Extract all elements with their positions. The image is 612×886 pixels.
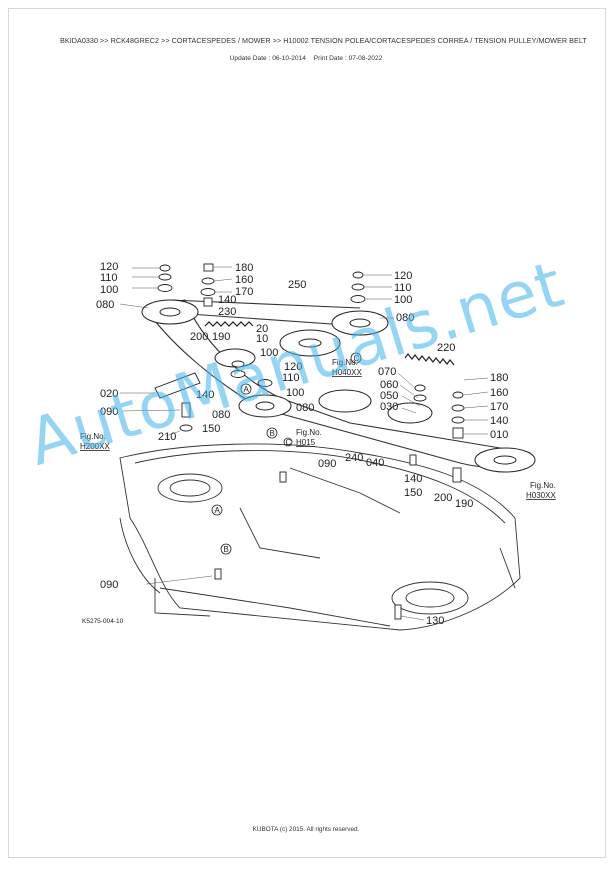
part-label: 090 — [318, 458, 336, 470]
marker-a: A — [244, 385, 250, 394]
fig-ref-h040: H040XX — [332, 368, 362, 377]
part-label: 170 — [235, 286, 253, 298]
part-label: 190 — [212, 331, 230, 343]
part-label: 100 — [286, 387, 304, 399]
marker-b-lower: B — [224, 545, 229, 554]
part-label: 10 — [256, 333, 268, 345]
part-label: 080 — [96, 299, 114, 311]
print-date: Print Date : 07-08-2022 — [313, 55, 383, 62]
fig-ref-h015: H015 — [296, 438, 316, 447]
part-label: 150 — [404, 487, 422, 499]
part-number-labels: 120 110 100 080 180 160 170 140 250 120 … — [96, 261, 508, 627]
update-date: Update Date : 06-10-2014 — [229, 55, 306, 62]
date-line: Update Date : 06-10-2014 Print Date : 07… — [0, 55, 612, 62]
part-label: 160 — [490, 387, 508, 399]
figure-references: Fig.No. H200XX Fig.No. H040XX Fig.No. H0… — [80, 358, 556, 500]
part-label: 010 — [490, 429, 508, 441]
deck-outline — [119, 443, 521, 631]
part-label: 210 — [158, 431, 176, 443]
fig-label: Fig.No. — [80, 432, 106, 441]
part-label: 080 — [296, 402, 314, 414]
part-label: 20 — [256, 323, 268, 335]
figure-code: K5275-004-10 — [82, 618, 124, 625]
part-label: 180 — [235, 262, 253, 274]
marker-c: C — [354, 354, 360, 363]
part-label: 060 — [380, 379, 398, 391]
part-label: 180 — [490, 372, 508, 384]
part-label: 200 — [190, 331, 208, 343]
part-label: 070 — [378, 366, 396, 378]
part-label: 080 — [396, 312, 414, 324]
marker-a-lower: A — [215, 506, 221, 515]
marker-c-mid: C — [286, 438, 292, 447]
part-label: 170 — [490, 401, 508, 413]
part-label: 110 — [282, 372, 300, 384]
fig-ref-h200: H200XX — [80, 442, 110, 451]
part-label: 100 — [394, 294, 412, 306]
parts-diagram: A B C A B C 120 110 100 080 180 160 170 … — [80, 261, 556, 631]
part-label: 220 — [437, 342, 455, 354]
part-label: 140 — [490, 415, 508, 427]
part-label: 200 — [434, 492, 452, 504]
part-label: 090 — [100, 579, 118, 591]
leader-lines — [119, 266, 489, 621]
part-label: 230 — [218, 306, 236, 318]
part-label: 110 — [394, 282, 412, 294]
fig-ref-h030: H030XX — [526, 491, 556, 500]
fig-label: Fig.No. — [530, 481, 556, 490]
part-label: 190 — [455, 498, 473, 510]
part-label: 100 — [260, 347, 278, 359]
part-label: 120 — [100, 261, 118, 273]
stacked-hardware — [154, 263, 465, 620]
part-label: 100 — [100, 284, 118, 296]
part-label: 120 — [284, 361, 302, 373]
springs — [204, 321, 455, 366]
ref-markers — [211, 352, 362, 555]
part-label: 020 — [100, 388, 118, 400]
page-frame — [8, 8, 606, 858]
part-label: 090 — [100, 406, 118, 418]
part-label: 110 — [100, 272, 118, 284]
part-label: 240 — [345, 452, 363, 464]
fig-label: Fig.No. — [332, 358, 358, 367]
part-label: 250 — [288, 279, 306, 291]
part-label: 040 — [366, 457, 384, 469]
pulleys — [141, 299, 536, 473]
breadcrumb: BKIDA0330 >> RCK48GREC2 >> CORTACESPEDES… — [60, 36, 587, 45]
part-label: 120 — [394, 270, 412, 282]
part-label: 050 — [380, 390, 398, 402]
part-label: 080 — [212, 409, 230, 421]
footer-copyright: KUBOTA (c) 2015. All rights reserved. — [252, 826, 360, 833]
part-label: 140 — [404, 473, 422, 485]
part-label: 130 — [426, 615, 444, 627]
part-label: 030 — [380, 401, 398, 413]
part-label: 140 — [196, 389, 214, 401]
marker-b: B — [270, 429, 275, 438]
fig-label: Fig.No. — [296, 428, 322, 437]
part-label: 160 — [235, 274, 253, 286]
part-label: 150 — [202, 423, 220, 435]
part-label: 140 — [218, 294, 236, 306]
